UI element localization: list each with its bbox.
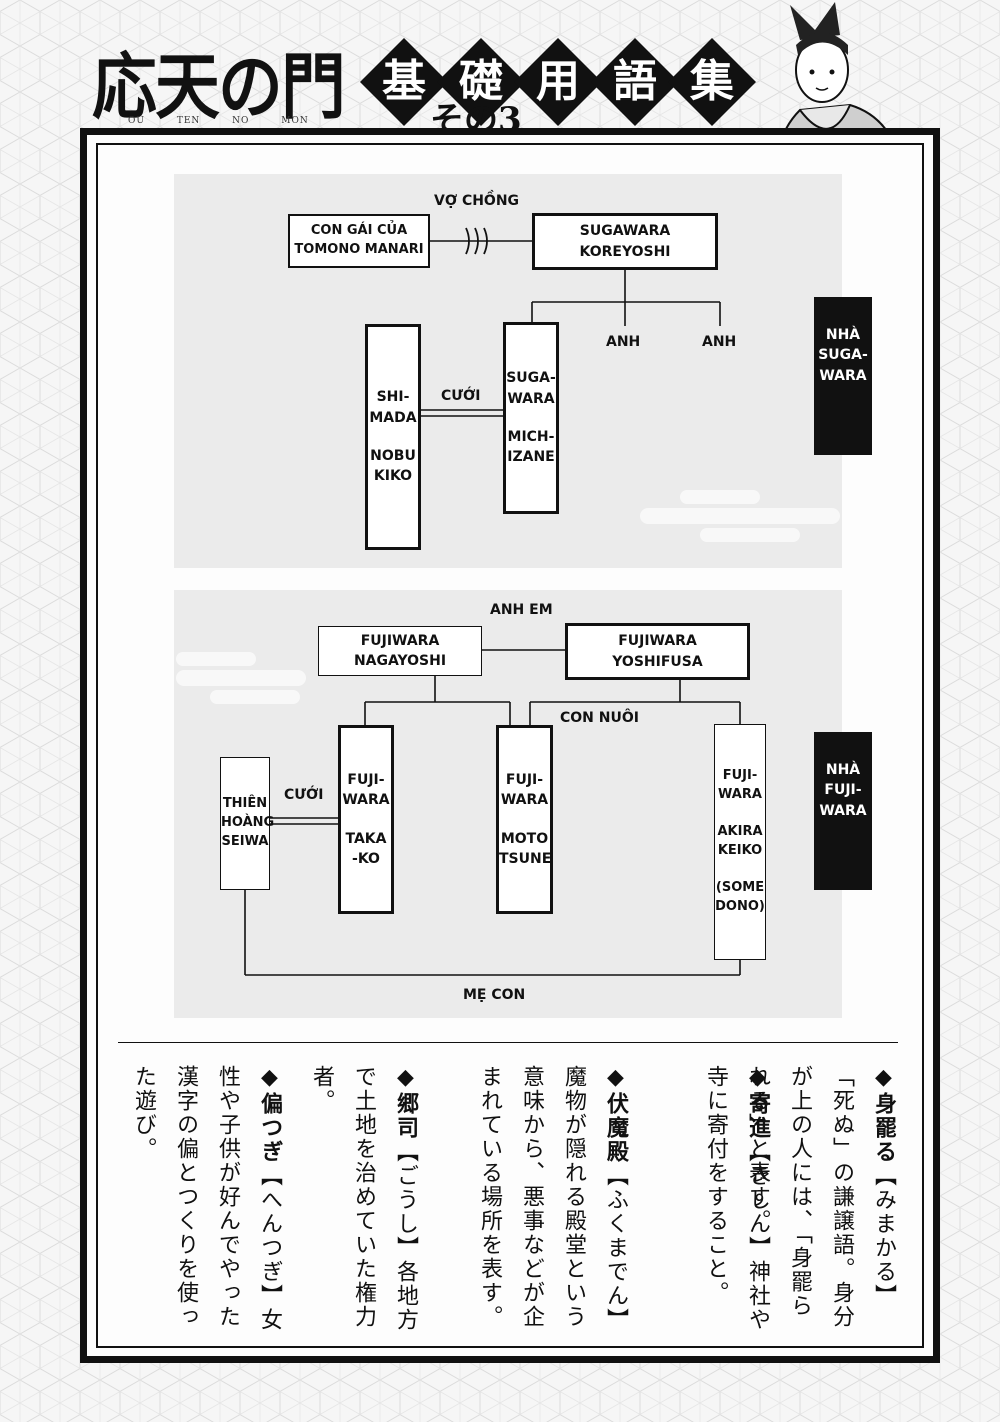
marriage-label-sugawara: CƯỚI bbox=[441, 388, 481, 404]
nobukiko-line-1: SHI- bbox=[376, 389, 410, 406]
glossary-term-4: ◆郷司 bbox=[393, 1065, 418, 1140]
nagayoshi-line-1: FUJIWARA bbox=[360, 632, 440, 649]
adopted-label: CON NUÔI bbox=[560, 710, 639, 726]
mototsune-line-1: FUJI- bbox=[505, 771, 544, 788]
keyword-diamond-1: 基 bbox=[360, 38, 448, 126]
house-fujiwara-line-2: FUJI- bbox=[824, 782, 862, 799]
akirakeiko-line-5: (SOME bbox=[715, 879, 765, 895]
akirakeiko-line-2: WARA bbox=[718, 787, 762, 803]
akirakeiko-line-1: FUJI- bbox=[722, 768, 758, 784]
nobukiko-line-2: MADA bbox=[369, 409, 417, 426]
koreyoshi-line-1: SUGAWARA bbox=[579, 223, 671, 240]
glossary-entry-5: ◆偏つぎ【へんつぎ】女性や子供が好んでやった漢字の偏とつくりを使った遊び。 bbox=[122, 1065, 290, 1335]
akirakeiko-line-3: AKIRA bbox=[717, 824, 763, 840]
yoshifusa-line-2: YOSHIFUSA bbox=[612, 653, 703, 670]
koreyoshi-line-2: KOREYOSHI bbox=[579, 243, 671, 260]
michizane-line-1: SUGA- bbox=[506, 370, 556, 387]
house-sugawara-line-1: NHÀ bbox=[825, 327, 861, 343]
koreyoshi-box: SUGAWARA KOREYOSHI bbox=[532, 213, 718, 270]
spouse-label: VỢ CHỒNG bbox=[434, 193, 520, 209]
nobukiko-line-4: KIKO bbox=[373, 468, 413, 485]
glossary-text-5: 女性や子供が好んでやった漢字の偏とつくりを使った遊び。 bbox=[131, 1065, 282, 1332]
house-fujiwara-line-1: NHÀ bbox=[825, 762, 861, 778]
house-fujiwara-badge: NHÀ FUJI- WARA bbox=[814, 732, 872, 890]
glossary-reading-2: 【きしん】 bbox=[745, 1140, 770, 1260]
akirakeiko-line-6: DONO) bbox=[715, 898, 765, 914]
keyword-diamond-2: 礎 bbox=[437, 38, 525, 126]
akirakeiko-box: FUJI- WARA AKIRA KEIKO (SOME DONO) bbox=[714, 724, 766, 960]
glossary-term-5: ◆偏つぎ bbox=[257, 1065, 282, 1164]
page-title: 応天の門 bbox=[92, 44, 346, 129]
mototsune-line-2: WARA bbox=[500, 792, 549, 809]
seiwa-box: THIÊN HOÀNG SEIWA bbox=[220, 757, 275, 890]
michizane-line-2: WARA bbox=[507, 390, 555, 407]
michizane-line-3: MICH- bbox=[507, 429, 555, 445]
glossary-entry-4: ◆郷司【ごうし】各地方で土地を治めていた権力者。 bbox=[300, 1065, 426, 1335]
glossary-reading-5: 【へんつぎ】 bbox=[257, 1164, 282, 1308]
house-fujiwara-line-3: WARA bbox=[819, 802, 867, 819]
glossary-text-4: 各地方で土地を治めていた権力者。 bbox=[309, 1065, 418, 1332]
takako-line-3: TAKA bbox=[345, 830, 387, 847]
nobukiko-line-3: NOBU bbox=[370, 448, 416, 464]
takako-box: FUJI- WARA TAKA -KO bbox=[338, 725, 394, 914]
mototsune-line-4: TSUNE bbox=[499, 850, 552, 867]
takako-line-2: WARA bbox=[342, 792, 390, 809]
nobukiko-box: SHI- MADA NOBU KIKO bbox=[365, 324, 421, 550]
house-sugawara-line-3: WARA bbox=[819, 367, 867, 384]
brother-label-1: ANH bbox=[606, 334, 641, 350]
akirakeiko-line-4: KEIKO bbox=[717, 843, 763, 858]
glossary-text-3: 魔物が隠れる殿堂という意味から、悪事などが企まれている場所を表す。 bbox=[477, 1065, 586, 1329]
tomono-daughter-box: CON GÁI CỦA TOMONO MANARI bbox=[288, 214, 430, 268]
seiwa-line-2: HOÀNG bbox=[221, 815, 275, 831]
nagayoshi-line-2: NAGAYOSHI bbox=[353, 653, 447, 669]
mototsune-line-3: MOTO bbox=[500, 830, 549, 847]
section-divider bbox=[118, 1042, 898, 1043]
glossary-entry-2: ◆寄進【きしん】神社や寺に寄付をすること。 bbox=[694, 1065, 778, 1335]
spouse-wavy-marks bbox=[465, 227, 488, 255]
house-sugawara-line-2: SUGA- bbox=[818, 347, 868, 364]
glossary-text-2: 神社や寺に寄付をすること。 bbox=[703, 1065, 770, 1332]
takako-line-4: -KO bbox=[352, 850, 380, 867]
title-romaji: OU TEN NO MON bbox=[128, 116, 309, 126]
seiwa-line-1: THIÊN bbox=[222, 796, 268, 812]
brother-label-2: ANH bbox=[702, 334, 737, 350]
glossary-entry-3: ◆伏魔殿【ふくまでん】魔物が隠れる殿堂という意味から、悪事などが企まれている場所… bbox=[468, 1065, 636, 1335]
mototsune-box: FUJI- WARA MOTO TSUNE bbox=[496, 725, 553, 914]
tomono-line-1: CON GÁI CỦA bbox=[310, 223, 408, 239]
tomono-line-2: TOMONO MANARI bbox=[294, 242, 424, 257]
marriage-label-fujiwara: CƯỚI bbox=[284, 787, 324, 803]
keyword-diamond-4: 語 bbox=[591, 38, 679, 126]
mother-child-label: MẸ CON bbox=[463, 987, 526, 1003]
glossary-reading-3: 【ふくまでん】 bbox=[603, 1164, 628, 1332]
keyword-diamond-3: 用 bbox=[514, 38, 602, 126]
michizane-line-4: IZANE bbox=[507, 449, 555, 466]
nagayoshi-box: FUJIWARA NAGAYOSHI bbox=[318, 626, 482, 676]
glossary-text-1: 「死ぬ」の謙譲語。身分が上の人には、「身罷られる」と表す。 bbox=[745, 1065, 854, 1329]
yoshifusa-line-1: FUJIWARA bbox=[618, 633, 697, 650]
yoshifusa-box: FUJIWARA YOSHIFUSA bbox=[565, 623, 750, 680]
glossary-term-1: ◆身罷る bbox=[871, 1065, 896, 1164]
glossary-entry-1: ◆身罷る【みまかる】「死ぬ」の謙譲語。身分が上の人には、「身罷られる」と表す。 bbox=[745, 1065, 904, 1335]
glossary-term-3: ◆伏魔殿 bbox=[603, 1065, 628, 1164]
keyword-diamond-5: 集 bbox=[668, 38, 756, 126]
glossary-term-2: ◆寄進 bbox=[745, 1065, 770, 1140]
glossary-reading-1: 【みまかる】 bbox=[871, 1164, 896, 1308]
inner-frame bbox=[96, 143, 924, 1348]
michizane-box: SUGA- WARA MICH- IZANE bbox=[503, 322, 559, 514]
takako-line-1: FUJI- bbox=[347, 771, 385, 788]
brothers-label: ANH EM bbox=[490, 602, 553, 618]
glossary-reading-4: 【ごうし】 bbox=[393, 1140, 418, 1260]
house-sugawara-badge: NHÀ SUGA- WARA bbox=[814, 297, 872, 455]
seiwa-line-3: SEIWA bbox=[221, 833, 269, 849]
